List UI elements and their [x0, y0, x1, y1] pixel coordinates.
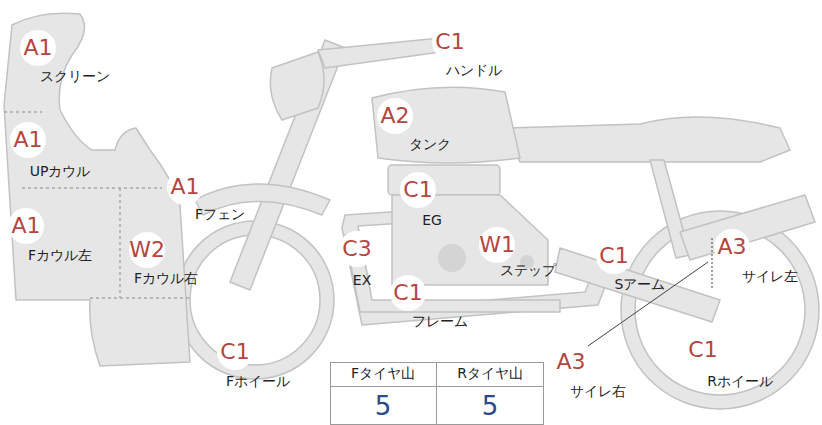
part-name: Sアーム	[613, 276, 668, 294]
callout-code: W1	[479, 227, 515, 263]
part-name: Fカウル左	[26, 247, 94, 265]
table-value-cell: 5	[482, 391, 499, 421]
part-name: タンク	[407, 136, 453, 154]
table-header-cell: Fタイヤ山	[351, 365, 415, 383]
part-name: EG	[420, 212, 444, 228]
callout-code: W2	[129, 232, 165, 268]
callout-code: A1	[10, 122, 46, 158]
tire-table-grid	[331, 363, 544, 425]
callout-code: C1	[685, 332, 721, 368]
callout-code: A3	[714, 229, 750, 265]
part-name: EX	[351, 272, 373, 288]
callout-code: C1	[432, 24, 468, 60]
callout-code: A1	[8, 208, 44, 244]
callout-code: A2	[377, 98, 413, 134]
part-name: ハンドル	[444, 62, 504, 80]
part-name: サイレ右	[568, 383, 628, 401]
callout-code: A1	[20, 30, 56, 66]
part-name: Fカウル右	[132, 270, 200, 288]
table-header-cell: Rタイヤ山	[457, 365, 523, 383]
part-name: サイレ左	[740, 268, 800, 286]
leader-line	[588, 238, 712, 346]
callout-code: A3	[553, 344, 589, 380]
part-name: Rホイール	[705, 373, 775, 391]
callout-code: C1	[400, 172, 436, 208]
part-name: フレーム	[410, 313, 470, 331]
callout-code: C1	[390, 275, 426, 311]
part-name: スクリーン	[38, 68, 112, 86]
part-name: UPカウル	[28, 163, 93, 181]
callout-code: C1	[217, 334, 253, 370]
table-value-cell: 5	[375, 391, 392, 421]
callout-code: C3	[339, 231, 375, 267]
part-name: Fホイール	[224, 373, 292, 391]
part-name: ステップ	[498, 262, 558, 280]
callout-code: C1	[596, 238, 632, 274]
callout-code: A1	[167, 169, 203, 205]
part-name: Fフェン	[193, 206, 247, 224]
